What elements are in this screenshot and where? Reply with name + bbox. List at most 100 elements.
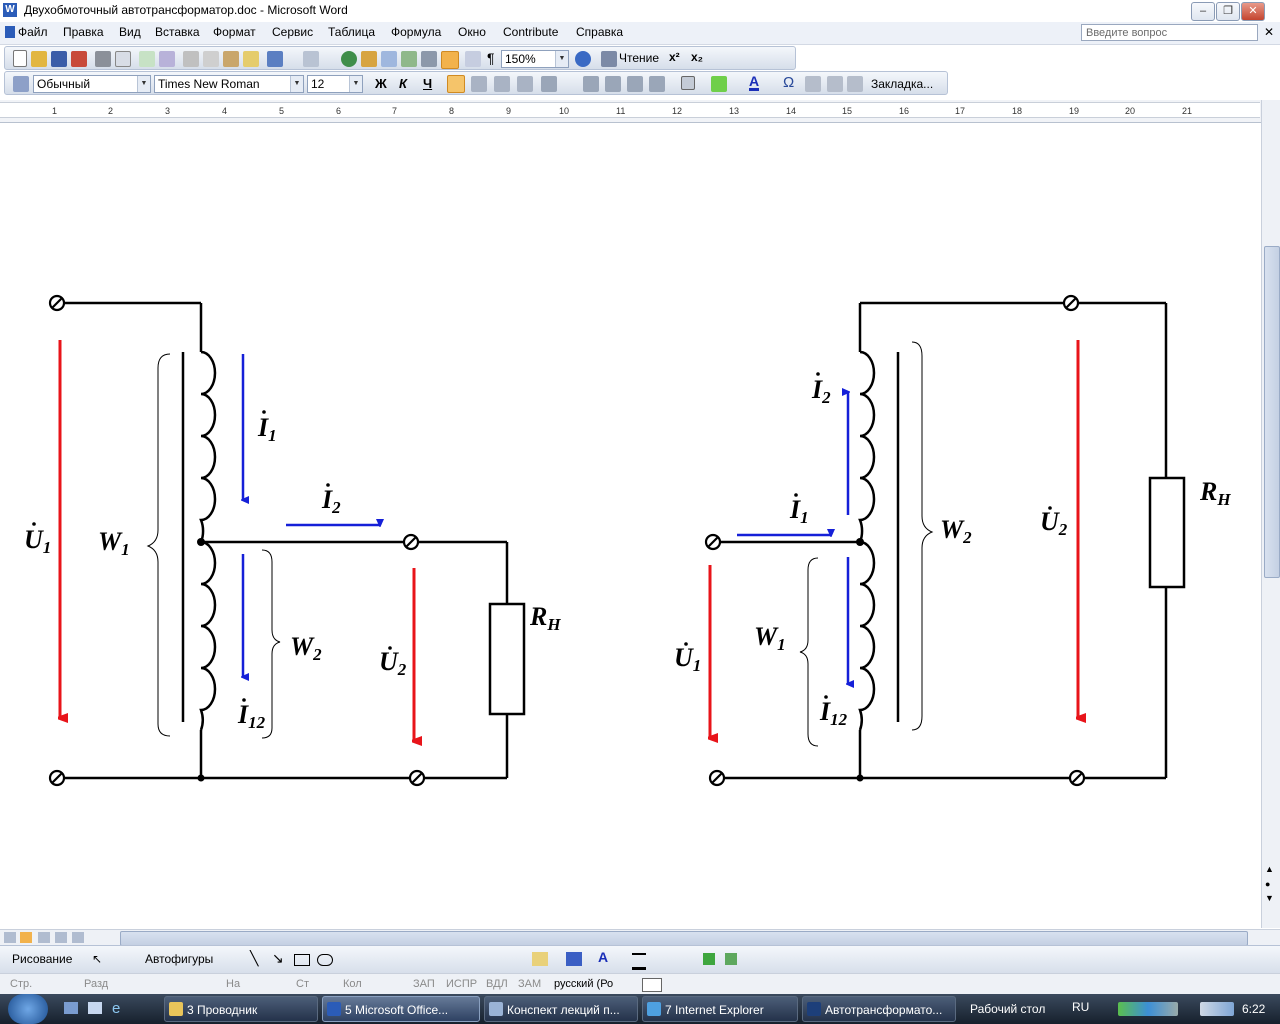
reading-layout-icon[interactable] (601, 51, 617, 67)
bold-button[interactable]: Ж (375, 76, 387, 91)
font-select[interactable]: Times New Roman▼ (154, 75, 304, 93)
document-page[interactable]: U1 W1 I1 I2 W2 U2 I12 RH (0, 123, 1260, 929)
menu-contribute[interactable]: Contribute (503, 25, 559, 39)
numbering-icon[interactable] (583, 76, 599, 92)
redo-icon[interactable] (303, 51, 319, 67)
prev-page-icon[interactable]: ▲ (1265, 864, 1274, 874)
spelling-status-icon[interactable] (642, 978, 662, 992)
help-icon[interactable] (575, 51, 591, 67)
save-icon[interactable] (51, 51, 67, 67)
underline-button[interactable]: Ч (423, 76, 433, 91)
menu-window[interactable]: Окно (458, 25, 486, 39)
line-icon[interactable]: ╲ (250, 950, 259, 966)
fill-color-icon[interactable] (532, 952, 548, 966)
spelling-icon[interactable] (139, 51, 155, 67)
new-icon[interactable] (13, 50, 27, 67)
show-desktop-icon[interactable] (64, 1002, 78, 1014)
taskbar-item-ie[interactable]: 7 Internet Explorer (642, 996, 798, 1022)
taskbar-item-photoshop[interactable]: Автотрансформато... (802, 996, 956, 1022)
browse-object-icon[interactable]: ● (1265, 879, 1271, 889)
horizontal-ruler[interactable] (0, 100, 1280, 123)
decrease-indent-icon[interactable] (627, 76, 643, 92)
line-spacing-icon[interactable] (541, 76, 557, 92)
increase-indent-icon[interactable] (649, 76, 665, 92)
autoshapes-menu[interactable]: Автофигуры (145, 952, 214, 966)
drawing-font-color-icon[interactable]: A (598, 949, 609, 965)
tables-borders-icon[interactable] (361, 51, 377, 67)
insert-excel-icon[interactable] (401, 51, 417, 67)
tray-icons[interactable] (1118, 1002, 1178, 1016)
reading-view-icon[interactable] (72, 932, 84, 943)
status-language[interactable]: русский (Ро (554, 978, 614, 990)
menu-view[interactable]: Вид (119, 25, 141, 39)
ie-quicklaunch-icon[interactable]: e (112, 1000, 121, 1017)
arrow-icon[interactable]: ↘ (272, 950, 284, 966)
highlight-icon[interactable] (711, 76, 727, 92)
open-icon[interactable] (31, 51, 47, 67)
status-track[interactable]: ИСПР (446, 978, 478, 990)
italic-button[interactable]: К (399, 76, 407, 91)
drawing-icon[interactable] (441, 51, 459, 69)
ask-question-input[interactable]: Введите вопрос (1081, 24, 1258, 41)
menu-formula[interactable]: Формула (391, 25, 442, 39)
style-select[interactable]: Обычный▼ (33, 75, 151, 93)
word-app-icon[interactable]: W (3, 3, 17, 17)
vertical-scrollbar[interactable]: ▲ ● ▼ (1261, 100, 1280, 928)
subscript-icon[interactable]: x₂ (691, 50, 704, 64)
bullets-icon[interactable] (605, 76, 621, 92)
research-icon[interactable] (159, 51, 175, 67)
permission-icon[interactable] (71, 51, 87, 67)
switch-windows-icon[interactable] (88, 1002, 102, 1014)
superscript-icon[interactable]: x² (669, 50, 680, 64)
print-preview-icon[interactable] (115, 51, 131, 67)
styles-icon[interactable] (13, 76, 29, 92)
columns-icon[interactable] (421, 51, 437, 67)
start-button[interactable] (8, 994, 48, 1024)
print-icon[interactable] (95, 51, 111, 67)
insert-table-icon[interactable] (381, 51, 397, 67)
outline-view-icon[interactable] (55, 932, 67, 943)
scrollbar-thumb[interactable] (1264, 246, 1280, 578)
line-color-icon[interactable] (566, 952, 582, 966)
menu-help[interactable]: Справка (576, 25, 624, 39)
minimize-button[interactable]: – (1191, 2, 1215, 21)
bookmark-button[interactable]: Закладка... (871, 77, 934, 91)
volume-network-icons[interactable] (1200, 1002, 1234, 1016)
web-view-icon[interactable] (20, 932, 32, 943)
menu-file[interactable]: Файл (18, 25, 48, 39)
justify-icon[interactable] (517, 76, 533, 92)
menu-tools[interactable]: Сервис (272, 25, 314, 39)
horizontal-scrollbar[interactable] (0, 929, 1280, 946)
cut-icon[interactable] (183, 51, 199, 67)
zoom-select[interactable]: 150%▼ (501, 50, 569, 68)
hscroll-thumb[interactable] (120, 931, 1248, 946)
menu-table[interactable]: Таблица (328, 25, 376, 39)
borders-icon[interactable] (681, 76, 695, 90)
desktop-toolbar-label[interactable]: Рабочий стол (970, 1002, 1046, 1016)
menu-edit[interactable]: Правка (63, 25, 104, 39)
copy-icon[interactable] (203, 51, 219, 67)
oval-icon[interactable] (317, 954, 333, 966)
index-icon[interactable] (827, 76, 843, 92)
taskbar-item-office[interactable]: 5 Microsoft Office... (322, 996, 480, 1022)
cross-reference-icon[interactable] (805, 76, 821, 92)
maximize-button[interactable]: ❐ (1216, 2, 1240, 21)
menu-format[interactable]: Формат (213, 25, 256, 39)
close-doc-icon[interactable]: ✕ (1264, 25, 1275, 39)
align-center-icon[interactable] (471, 76, 487, 92)
print-view-icon[interactable] (38, 932, 50, 943)
3d-icon[interactable] (725, 953, 737, 965)
taskbar-item-lectures[interactable]: Конспект лекций п... (484, 996, 638, 1022)
hyperlink-icon[interactable] (341, 51, 357, 67)
taskbar-item-explorer[interactable]: 3 Проводник (164, 996, 318, 1022)
status-ext[interactable]: ВДЛ (486, 978, 508, 990)
font-size-select[interactable]: 12▼ (307, 75, 363, 93)
close-button[interactable]: ✕ (1241, 2, 1265, 21)
symbol-omega-icon[interactable]: Ω (783, 74, 795, 91)
align-left-icon[interactable] (447, 75, 465, 93)
pilcrow-icon[interactable]: ¶ (487, 50, 495, 66)
align-right-icon[interactable] (494, 76, 510, 92)
rectangle-icon[interactable] (294, 954, 310, 966)
line-style-icon[interactable] (632, 953, 646, 970)
status-ovr[interactable]: ЗАМ (518, 978, 542, 990)
